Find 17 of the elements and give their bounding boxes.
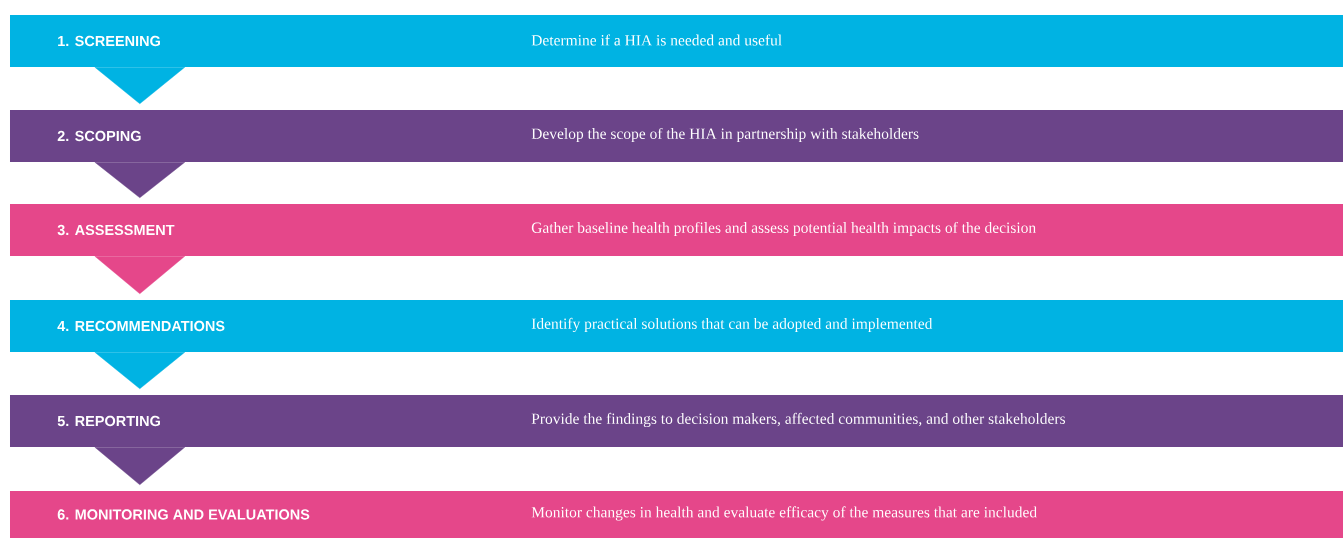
step-description: Determine if a HIA is needed and useful	[531, 34, 782, 46]
step-description: Identify practical solutions that can be adopted and implemented	[531, 317, 933, 333]
chevron-arrow	[94, 162, 185, 198]
step-title: 4. RECOMMENDATIONS	[57, 320, 225, 332]
chevron-arrow	[94, 352, 185, 389]
step-title: 1. SCREENING	[58, 35, 160, 47]
step-title: 3. ASSESSMENT	[57, 224, 175, 236]
step-title: 2. SCOPING	[57, 130, 141, 142]
step-description: Develop the scope of the HIA in partnership with stakeholders	[531, 127, 919, 143]
step-description: Monitor changes in health and evaluate efficacy of the measures that are included	[531, 506, 1037, 521]
chevron-arrow	[94, 256, 185, 294]
step-description: Provide the findings to decision makers, affected communities, and other stakeholders	[531, 412, 1066, 428]
chevron-arrow	[94, 447, 185, 485]
step-title: 6. MONITORING AND EVALUATIONS	[57, 509, 310, 520]
chevron-arrow	[94, 67, 185, 104]
step-title: 5. REPORTING	[57, 415, 160, 427]
step-description: Gather baseline health profiles and assess potential health impacts of the decision	[531, 221, 1036, 237]
